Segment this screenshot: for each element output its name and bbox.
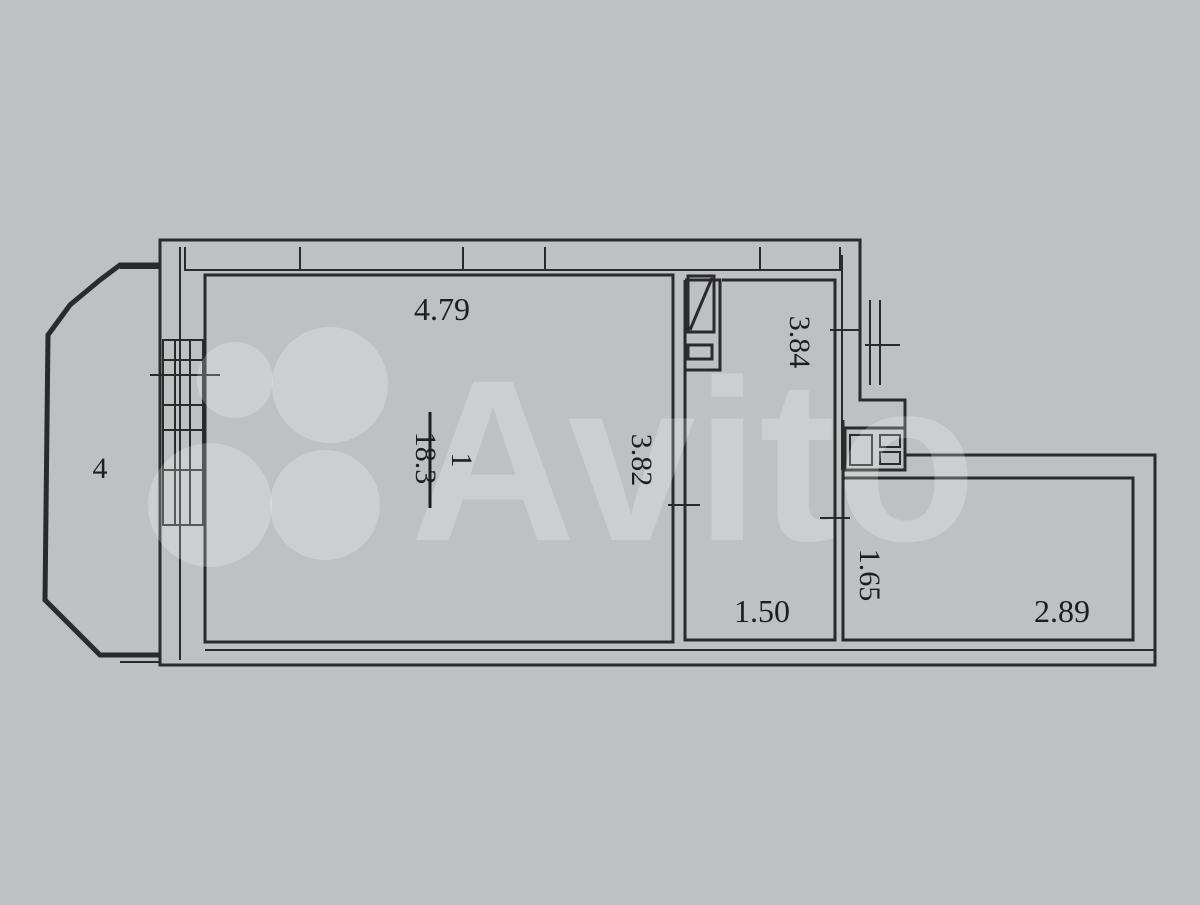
avito-watermark: Avito — [148, 327, 976, 589]
bathroom-walls — [841, 476, 1135, 642]
balcony-number: 4 — [93, 452, 108, 485]
hall-length-label: 3.84 — [783, 316, 816, 369]
balcony-outline — [42, 262, 160, 658]
bathroom-depth-label: 1.65 — [853, 549, 886, 602]
room-depth-label: 3.82 — [625, 434, 658, 487]
room-inner-wall — [203, 273, 675, 644]
hall-walls — [683, 278, 837, 642]
bathroom-width-label: 2.89 — [1034, 593, 1090, 629]
window-band — [184, 247, 841, 271]
room-width-label: 4.79 — [414, 291, 470, 327]
room-area-label: 18.3 — [409, 432, 442, 485]
room-number-label: 1 — [445, 453, 478, 468]
vent-shaft — [686, 274, 716, 334]
hall-width-label: 1.50 — [734, 593, 790, 629]
stove-icon — [843, 426, 907, 472]
watermark-text: Avito — [410, 332, 976, 589]
